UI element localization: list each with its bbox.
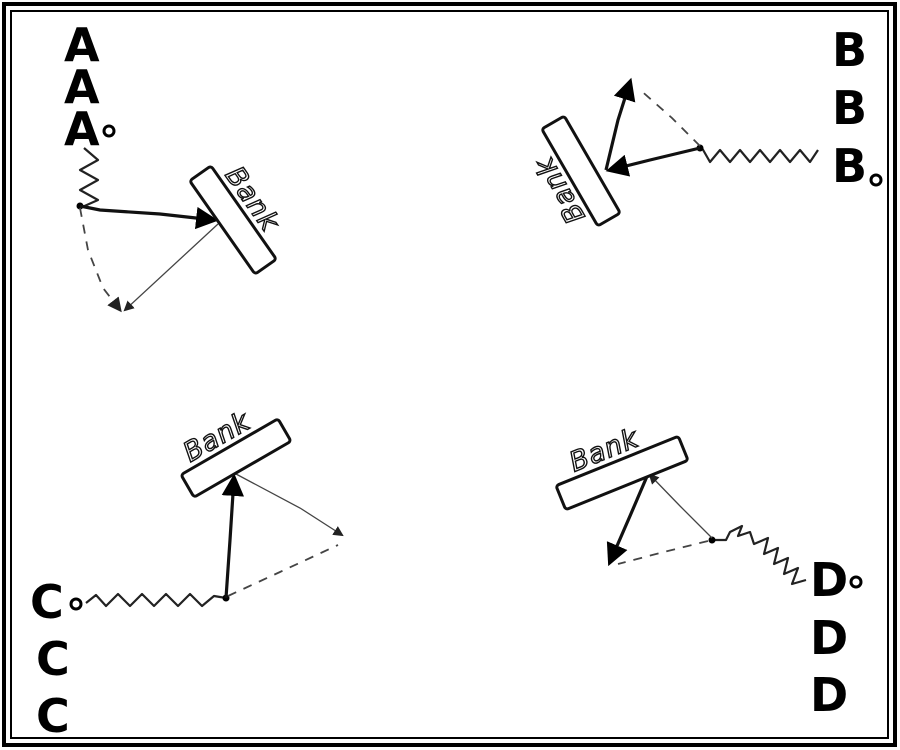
solid-arrow-a — [79, 204, 219, 230]
player-b-marker — [869, 173, 883, 187]
solid-arrow-c — [221, 473, 245, 599]
letter-c-3: C — [36, 689, 70, 743]
bank-bar-c — [180, 418, 292, 498]
bank-d: Bank — [555, 422, 689, 511]
pivot-d — [708, 536, 716, 544]
spring-c — [85, 592, 227, 608]
dashed-path-c — [227, 544, 339, 597]
letter-c-1: C — [30, 575, 64, 629]
letter-a-2: A — [64, 60, 100, 114]
diagram-b: B B B Bank — [528, 23, 883, 230]
letter-b-2: B — [832, 81, 867, 135]
thin-line-d — [648, 473, 713, 539]
bank-label-b: Bank — [529, 151, 592, 229]
player-d-marker — [849, 575, 863, 589]
rebound-arrow-b — [604, 77, 636, 171]
bank-bar-b — [541, 115, 621, 227]
letter-a-1: A — [64, 18, 100, 72]
letter-b-3: B — [832, 139, 867, 193]
dashed-path-a — [79, 207, 122, 313]
letter-c-2: C — [36, 632, 70, 686]
spring-b — [701, 147, 819, 164]
diagram-c: C C C Bank — [30, 405, 344, 743]
letter-d-2: D — [810, 611, 848, 665]
bank-c: Bank — [177, 405, 292, 498]
player-c-marker — [69, 597, 83, 611]
letter-a-3: A — [64, 102, 100, 156]
spring-a — [78, 147, 100, 210]
diagram-a: A A A Bank — [64, 18, 286, 313]
letter-b-1: B — [832, 23, 867, 77]
dashed-path-b — [637, 87, 701, 147]
letter-d-1: D — [810, 553, 848, 607]
letter-d-3: D — [810, 668, 848, 722]
bank-a: Bank — [189, 160, 286, 275]
solid-arrow-b — [605, 146, 701, 177]
player-a-marker — [102, 124, 116, 138]
rebound-line-a — [123, 223, 219, 312]
diagram-d: D D D Bank — [555, 422, 863, 722]
dashed-path-d — [617, 540, 709, 565]
bank-b: Bank — [528, 115, 621, 230]
bank-bar-a — [189, 165, 277, 275]
spring-d — [712, 524, 807, 586]
rebound-line-c — [235, 473, 344, 537]
rebound-arrow-d — [606, 473, 650, 567]
bank-bar-d — [555, 435, 689, 511]
inner-frame — [10, 10, 889, 739]
